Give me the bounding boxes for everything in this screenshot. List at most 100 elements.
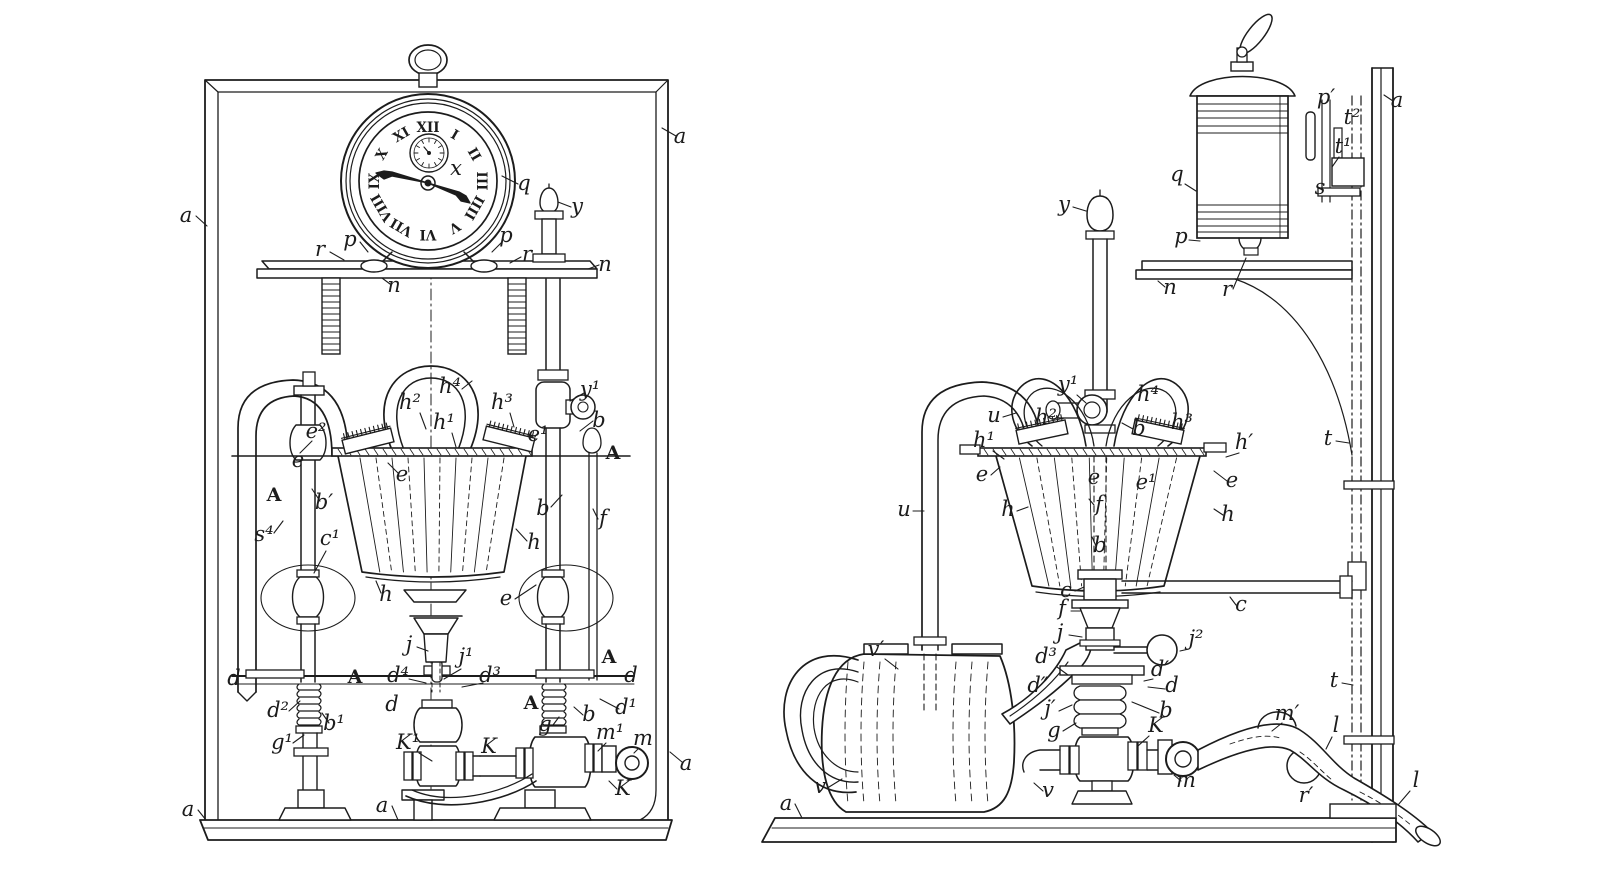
reference-letter: j′ <box>1040 696 1056 720</box>
reference-letter: g¹ <box>271 730 293 754</box>
reference-letter: h² <box>1035 405 1057 429</box>
reference-letter: A <box>605 442 621 464</box>
reference-letter: d³ <box>479 663 501 687</box>
reference-letter: c <box>1060 578 1072 602</box>
reference-letter: y¹ <box>1057 372 1078 396</box>
reference-letter: u <box>987 403 1001 427</box>
reference-letter: d <box>624 663 637 687</box>
reference-letter: c <box>1235 592 1247 616</box>
reference-letter: e² <box>306 419 327 443</box>
reference-letter: j <box>402 632 413 656</box>
reference-letter: a <box>1391 88 1404 112</box>
reference-letter: s <box>1315 175 1326 199</box>
reference-letter: b <box>1093 533 1106 557</box>
reference-letter: a <box>780 791 793 815</box>
reference-letter: h⁴ <box>439 374 461 398</box>
reference-letter: v <box>1042 778 1054 802</box>
reference-letter: K <box>1147 713 1165 737</box>
reference-letter: d″ <box>1027 673 1048 697</box>
reference-letter: m <box>1176 768 1196 792</box>
reference-letter: u <box>897 497 911 521</box>
reference-letter: A <box>523 692 539 714</box>
reference-letter: f <box>597 506 610 530</box>
reference-letter: b′ <box>315 490 333 514</box>
reference-letter: s⁴ <box>254 522 273 546</box>
reference-letter: n <box>598 252 612 276</box>
clock-numeral: IX <box>367 172 383 189</box>
reference-letter: d <box>385 692 398 716</box>
reference-letter: d³ <box>1035 644 1057 668</box>
reference-letter: h¹ <box>973 428 995 452</box>
reference-letter: n <box>387 273 401 297</box>
reference-letter: e <box>1088 465 1100 489</box>
reference-letter: b <box>536 496 549 520</box>
reference-letter: K¹ <box>395 730 420 754</box>
reference-letter: m′ <box>1275 701 1300 725</box>
reference-letter: b <box>1132 416 1145 440</box>
reference-letter: b <box>1159 698 1172 722</box>
reference-letter: g <box>538 712 551 736</box>
clock-numeral: III <box>473 172 489 191</box>
reference-letter: h¹ <box>433 410 455 434</box>
reference-letter: e¹ <box>1136 470 1157 494</box>
reference-letter: A <box>601 646 617 668</box>
reference-letter: m <box>633 726 653 750</box>
reference-letter: h³ <box>1171 410 1193 434</box>
reference-letter: g <box>1047 718 1060 742</box>
reference-letter: A <box>266 484 282 506</box>
reference-letter: q <box>1170 162 1183 186</box>
reference-letter: p <box>1174 224 1187 248</box>
reference-letter: r <box>315 237 327 261</box>
reference-letter: v′ <box>868 637 885 661</box>
reference-letter: d <box>227 666 240 690</box>
reference-letter: h² <box>399 390 421 414</box>
reference-letter: x <box>450 156 462 180</box>
reference-letter: d <box>1165 673 1178 697</box>
reference-letter: r′ <box>1299 783 1314 807</box>
reference-letter: c¹ <box>320 526 340 550</box>
reference-letter: r <box>522 242 534 266</box>
reference-letter: b <box>582 702 595 726</box>
reference-letter: p <box>343 227 356 251</box>
reference-letter: d¹ <box>615 695 637 719</box>
reference-letter: y¹ <box>579 377 600 401</box>
reference-letter: n <box>1163 275 1177 299</box>
reference-letter: h <box>1221 502 1235 526</box>
reference-letter: e <box>396 462 408 486</box>
reference-letter: t <box>1324 426 1333 450</box>
reference-letter: m¹ <box>596 720 624 744</box>
reference-letter: j² <box>1185 626 1204 650</box>
reference-letter: h <box>527 530 541 554</box>
reference-letter: f <box>1056 596 1069 620</box>
reference-letter: e <box>976 462 988 486</box>
reference-letter: a <box>180 203 193 227</box>
reference-letter: a <box>376 793 389 817</box>
clock-numeral: VI <box>420 226 438 242</box>
reference-letter: A <box>347 666 363 688</box>
reference-letter: h <box>1001 497 1015 521</box>
reference-letter: p <box>499 223 512 247</box>
reference-letter: d′ <box>1151 657 1169 681</box>
reference-letter: e <box>292 448 304 472</box>
clock-numeral: XI <box>390 124 413 146</box>
reference-letter: r <box>1222 277 1234 301</box>
reference-letter: e¹ <box>528 422 549 446</box>
reference-letter: q <box>517 171 530 195</box>
reference-letter: y <box>570 194 584 218</box>
reference-letter: t¹ <box>1335 134 1352 158</box>
reference-letter: h⁴ <box>1137 382 1159 406</box>
reference-letter: t² <box>1344 105 1361 129</box>
reference-letter: d² <box>267 698 289 722</box>
reference-letter: a <box>674 124 687 148</box>
reference-letter: K <box>480 734 498 758</box>
reference-letter: t <box>1330 668 1339 692</box>
reference-letter: f <box>1093 492 1106 516</box>
reference-letter: h <box>379 582 393 606</box>
reference-letter: j <box>1053 620 1064 644</box>
reference-letter: p′ <box>1317 85 1335 109</box>
